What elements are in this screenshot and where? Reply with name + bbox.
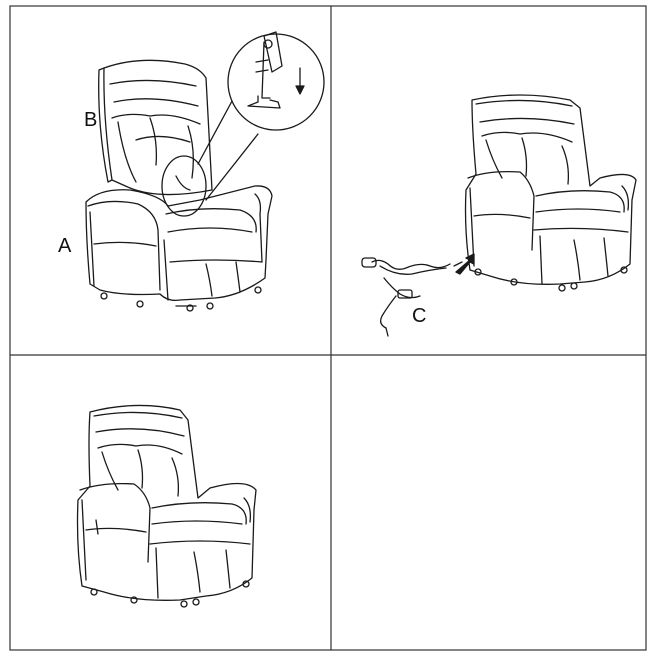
chair-assembled-3 — [78, 405, 257, 607]
backrest-b — [99, 60, 212, 194]
chair-base-a — [86, 186, 272, 311]
panel-2-connect-power — [362, 95, 636, 336]
label-a: A — [58, 236, 71, 256]
chair-assembled-2 — [466, 95, 637, 291]
label-b: B — [84, 110, 97, 130]
label-c: C — [412, 306, 426, 326]
panel-1-attach-backrest — [86, 32, 324, 311]
hand-control — [362, 258, 376, 267]
panel-3-finished-chair — [78, 405, 257, 607]
